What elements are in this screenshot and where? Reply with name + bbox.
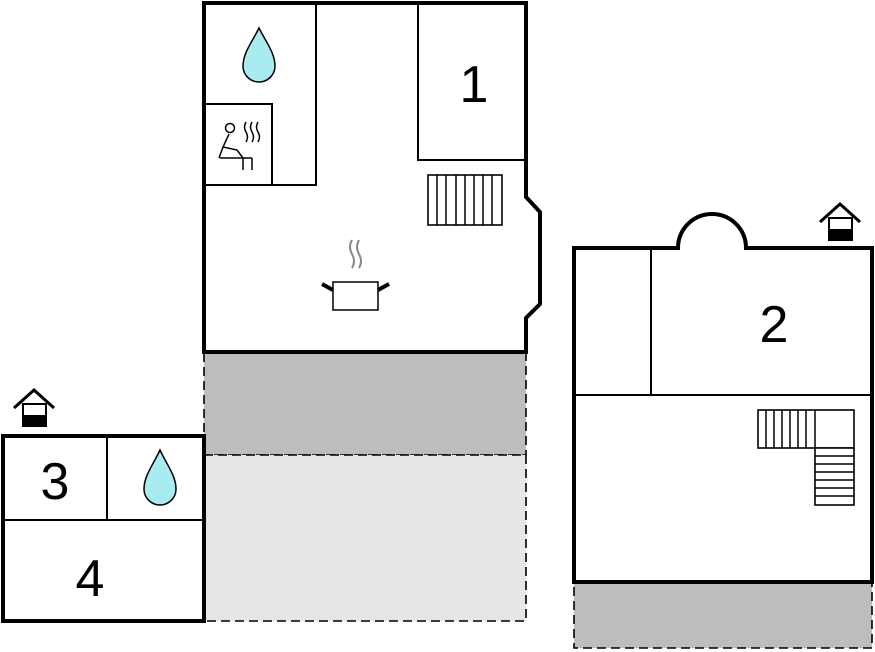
water-drop-icon	[143, 448, 177, 506]
room-1-label: 1	[460, 56, 489, 114]
terrace-dark-right	[573, 581, 873, 649]
house-entrance-icon	[818, 201, 862, 241]
stairs-icon	[427, 174, 503, 226]
house-entrance-icon	[12, 387, 56, 427]
right-building: 2	[572, 201, 874, 584]
sauna-icon	[218, 121, 261, 170]
terrace-light-main	[203, 454, 527, 622]
water-drop-icon	[242, 26, 276, 83]
room-2-label: 2	[760, 296, 789, 354]
room-3-label: 3	[41, 453, 70, 511]
main-building: 1	[202, 1, 542, 354]
left-building: 3 4	[1, 387, 206, 623]
terrace-dark-main	[203, 351, 527, 456]
room-4-label: 4	[76, 550, 105, 608]
spiral-stairs-icon	[757, 409, 855, 506]
cooking-pot-icon	[321, 239, 390, 311]
